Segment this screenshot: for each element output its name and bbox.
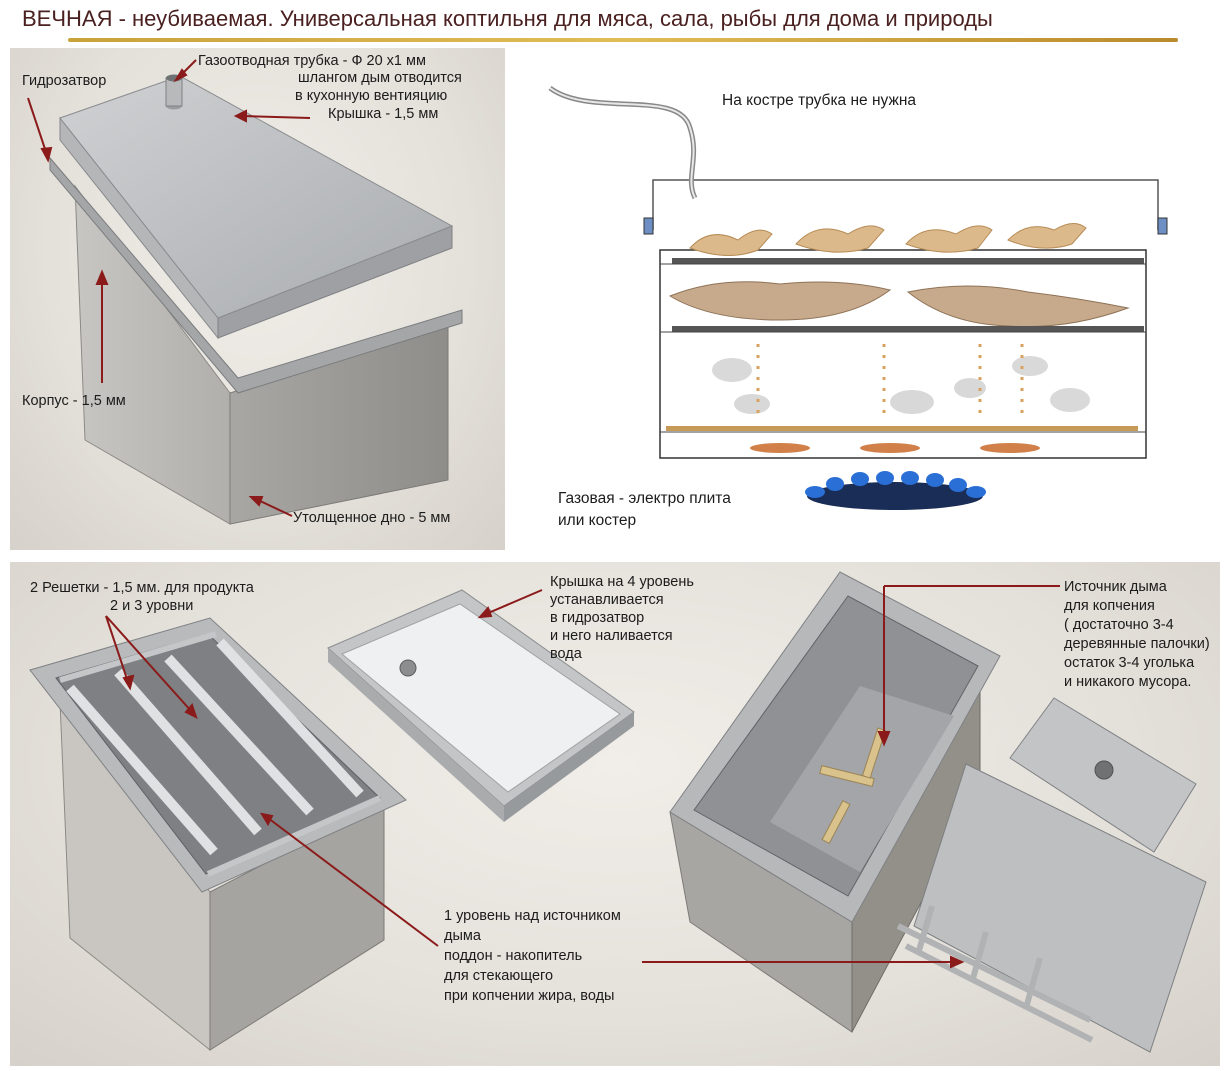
- label-lid4-line1: Крышка на 4 уровень: [550, 574, 694, 590]
- label-source-line5: остаток 3-4 уголька: [1064, 655, 1195, 671]
- label-lid4-line5: вода: [550, 646, 582, 662]
- label-lid4-line4: и него наливается: [550, 628, 673, 644]
- label-lid: Крышка - 1,5 мм: [328, 106, 439, 122]
- label-fire: или костер: [558, 512, 637, 529]
- label-stove: Газовая - электро плита: [558, 490, 731, 507]
- label-water-seal: Гидрозатвор: [22, 73, 107, 89]
- label-level1-line3: поддон - накопитель: [444, 948, 583, 964]
- label-grates: 2 Решетки - 1,5 мм. для продукта: [30, 580, 254, 596]
- label-source-line4: деревянные палочки): [1064, 636, 1210, 652]
- label-hose: шлангом дым отводится: [298, 70, 462, 86]
- panel-assembled-smoker: Газоотводная трубка - Ф 20 х1 мм шлангом…: [10, 48, 505, 550]
- label-level1-line5: при копчении жира, воды: [444, 988, 615, 1004]
- label-level1-line2: дыма: [444, 928, 481, 944]
- label-lid4-line3: в гидрозатвор: [550, 610, 645, 626]
- panel-smoking-diagram: На костре трубка не нужна Газовая - элек…: [510, 48, 1220, 550]
- header: ВЕЧНАЯ - неубиваемая. Универсальная копт…: [0, 0, 1229, 46]
- label-source-line2: для копчения: [1064, 598, 1155, 614]
- label-no-tube: На костре трубка не нужна: [722, 92, 917, 109]
- label-level1-line4: для стекающего: [444, 968, 554, 984]
- label-gas-tube: Газоотводная трубка - Ф 20 х1 мм: [198, 53, 426, 69]
- assembled-smoker-illustration: [27, 59, 463, 525]
- label-source-line3: ( достаточно 3-4: [1064, 617, 1174, 633]
- label-body: Корпус - 1,5 мм: [22, 393, 126, 409]
- label-bottom: Утолщенное дно - 5 мм: [293, 510, 451, 526]
- label-lid4-line2: устанавливается: [550, 592, 664, 608]
- label-source-line6: и никакого мусора.: [1064, 674, 1192, 690]
- label-level1-line1: 1 уровень над источником: [444, 908, 621, 924]
- label-levels: 2 и 3 уровни: [110, 598, 194, 614]
- smoking-diagram: [548, 85, 1168, 510]
- page-title: ВЕЧНАЯ - неубиваемая. Универсальная копт…: [22, 6, 993, 31]
- label-source-line1: Источник дыма: [1064, 579, 1167, 595]
- components-illustration: [29, 571, 1207, 1053]
- title-underline: [68, 38, 1178, 42]
- label-kitchen-vent: в кухонную вентияцию: [295, 88, 448, 104]
- panel-components: 2 Решетки - 1,5 мм. для продукта 2 и 3 у…: [10, 562, 1220, 1066]
